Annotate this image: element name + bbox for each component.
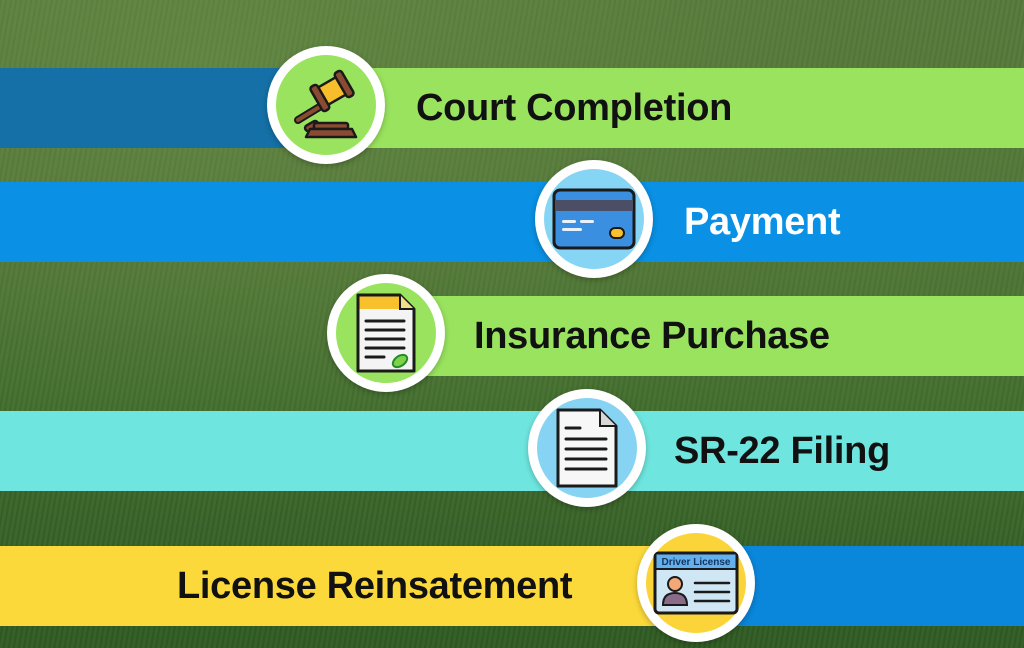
credit-card-icon — [552, 188, 636, 250]
step-sr22-filing: SR-22 Filing — [0, 411, 1024, 491]
step-label: Court Completion — [416, 87, 733, 129]
driver-license-icon: Driver License — [653, 551, 739, 615]
insurance-document-icon — [356, 293, 416, 373]
step-icon-circle — [327, 274, 445, 392]
gavel-icon — [294, 69, 358, 139]
band-segment — [400, 296, 1024, 376]
step-icon-circle — [528, 389, 646, 507]
step-label: License Reinsatement — [177, 565, 573, 607]
step-label: Payment — [684, 201, 841, 243]
step-license-reinstatement: License Reinsatement — [0, 546, 1024, 626]
band-segment — [0, 411, 1024, 491]
document-icon — [556, 408, 618, 488]
step-icon-circle — [535, 160, 653, 278]
band-right-segment — [340, 68, 1024, 148]
band-left-segment — [0, 546, 700, 626]
step-icon-circle — [267, 46, 385, 164]
step-payment: Payment — [0, 182, 1024, 262]
step-insurance-purchase: Insurance Purchase — [0, 296, 1024, 376]
band-segment — [0, 182, 1024, 262]
step-court-completion: Court Completion — [0, 68, 1024, 148]
step-label: SR-22 Filing — [674, 430, 890, 472]
step-icon-circle: Driver License — [637, 524, 755, 642]
step-label: Insurance Purchase — [474, 315, 830, 357]
license-card-title: Driver License — [662, 557, 731, 568]
